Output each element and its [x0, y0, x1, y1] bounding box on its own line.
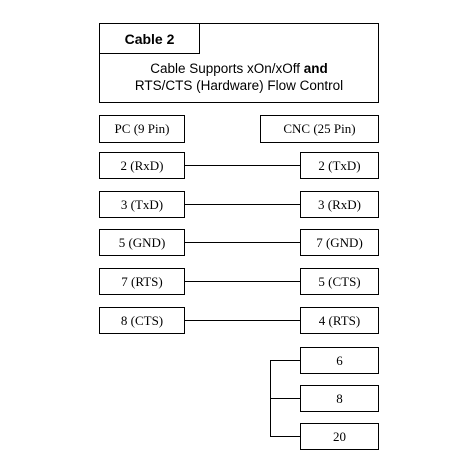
wire-rts-cts — [185, 281, 300, 282]
wire-rxd-txd — [185, 165, 300, 166]
wire-gnd-gnd — [185, 242, 300, 243]
cnc-pin-20: 20 — [300, 423, 379, 450]
pc-pin-5-gnd: 5 (GND) — [99, 229, 185, 256]
cable-title: Cable 2 — [99, 23, 200, 54]
cable-description: Cable Supports xOn/xOff and RTS/CTS (Har… — [100, 60, 378, 94]
description-line-2: RTS/CTS (Hardware) Flow Control — [134, 78, 344, 93]
wire-cts-rts — [185, 320, 300, 321]
jumper-wire-6 — [270, 360, 300, 361]
jumper-wire-8 — [270, 398, 300, 399]
cnc-column-header: CNC (25 Pin) — [260, 115, 379, 143]
cnc-pin-8: 8 — [300, 385, 379, 412]
pc-pin-7-rts: 7 (RTS) — [99, 268, 185, 295]
jumper-wire-20 — [270, 436, 300, 437]
wire-txd-rxd — [185, 204, 300, 205]
cnc-pin-6: 6 — [300, 347, 379, 374]
description-line-1: Cable Supports xOn/xOff and — [150, 61, 328, 76]
pc-pin-3-txd: 3 (TxD) — [99, 191, 185, 218]
cnc-pin-3-rxd: 3 (RxD) — [300, 191, 379, 218]
header-panel: Cable 2 Cable Supports xOn/xOff and RTS/… — [99, 23, 379, 103]
pc-column-header: PC (9 Pin) — [99, 115, 185, 143]
pc-pin-2-rxd: 2 (RxD) — [99, 152, 185, 179]
cnc-pin-7-gnd: 7 (GND) — [300, 229, 379, 256]
cnc-pin-5-cts: 5 (CTS) — [300, 268, 379, 295]
cnc-pin-2-txd: 2 (TxD) — [300, 152, 379, 179]
cnc-pin-4-rts: 4 (RTS) — [300, 307, 379, 334]
pc-pin-8-cts: 8 (CTS) — [99, 307, 185, 334]
